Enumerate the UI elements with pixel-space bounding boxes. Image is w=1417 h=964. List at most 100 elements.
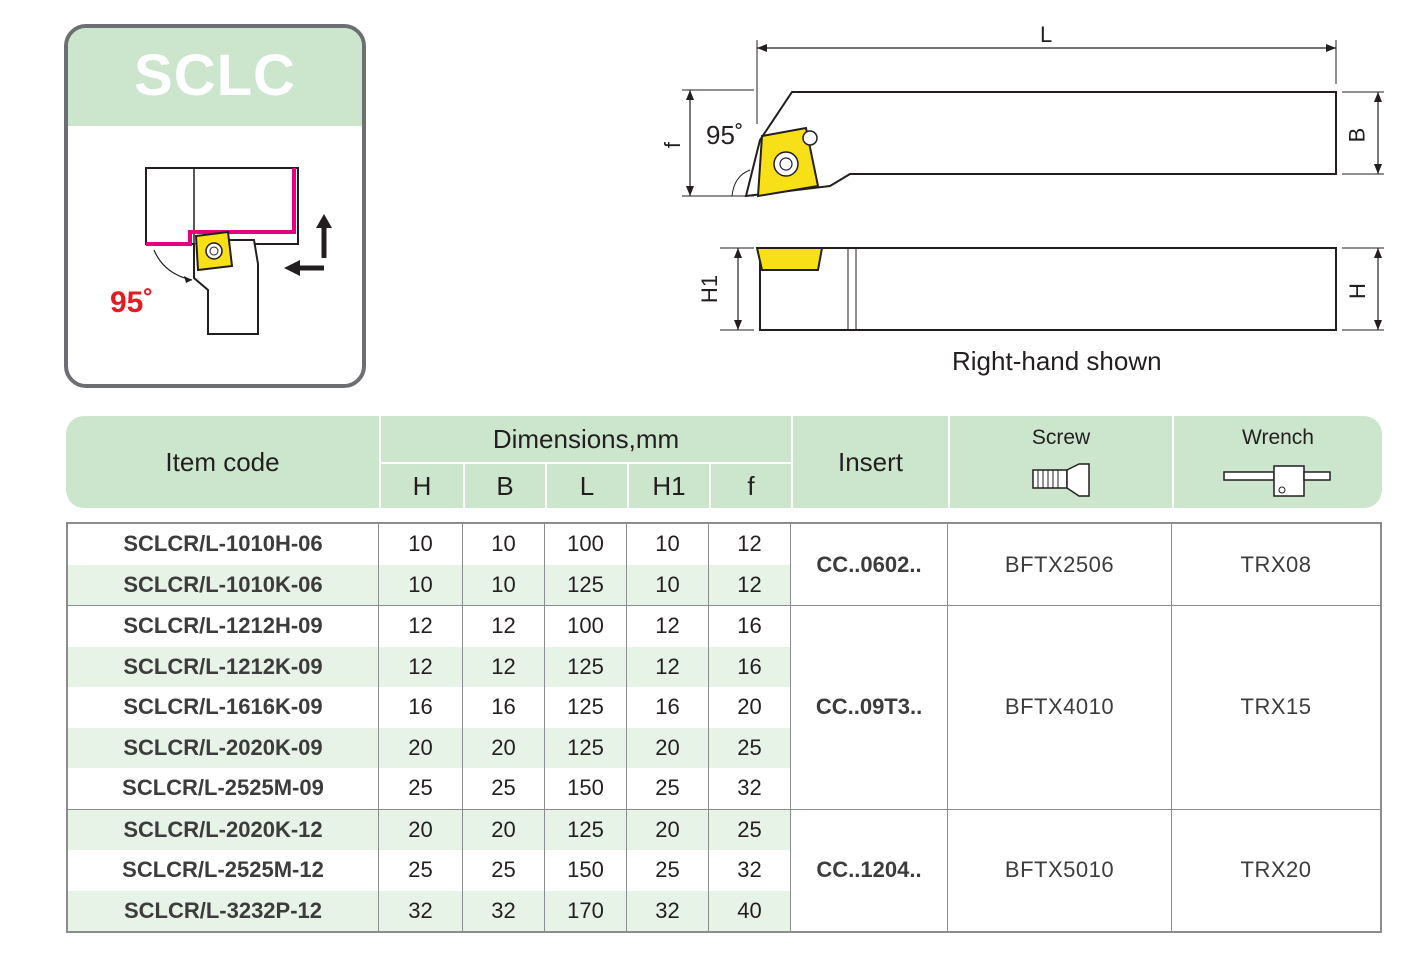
holder-side-view: [759, 247, 1337, 331]
table-row: SCLCR/L-1212H-09 12 12 100 12 16 CC..09T…: [66, 606, 1383, 810]
cell-H1: 12: [627, 646, 709, 687]
cell-f: 12: [709, 564, 792, 606]
arrow-up-icon: [316, 214, 332, 258]
cell-L: 150: [545, 850, 627, 891]
cell-H: 16: [379, 687, 463, 728]
cell-H1: 25: [627, 768, 709, 810]
cell-B: 25: [463, 768, 545, 810]
cell-H: 12: [379, 606, 463, 647]
cell-f: 40: [709, 890, 792, 933]
dim-L-label: L: [1040, 22, 1053, 47]
wrench-icon: [1223, 465, 1331, 497]
spec-table: Item code Dimensions,mm Insert Screw Wre…: [66, 416, 1383, 933]
cell-H1: 10: [627, 564, 709, 606]
table-row: SCLCR/L-2525M-09 25 25 150 25 32: [66, 768, 1382, 810]
item-code: SCLCR/L-1212H-09: [66, 606, 379, 647]
cell-L: 125: [545, 687, 627, 728]
cell-L: 125: [545, 646, 627, 687]
cell-f: 25: [709, 809, 792, 850]
cell-H1: 12: [627, 606, 709, 647]
cell-L: 170: [545, 890, 627, 933]
cell-H: 10: [379, 522, 463, 565]
item-code: SCLCR/L-1010K-06: [66, 564, 379, 606]
screw-value: BFTX5010: [948, 809, 1173, 933]
insert-value: CC..1204..: [791, 809, 949, 933]
cell-H: 25: [379, 850, 463, 891]
cell-L: 125: [545, 564, 627, 606]
card-header: SCLC: [68, 28, 362, 126]
cell-f: 32: [709, 850, 792, 891]
cell-B: 10: [463, 564, 545, 606]
cell-H1: 10: [627, 522, 709, 565]
cell-B: 25: [463, 850, 545, 891]
cell-L: 100: [545, 606, 627, 647]
table-row: SCLCR/L-1010H-06 10 10 100 10 12 CC..060…: [66, 522, 1383, 606]
item-code: SCLCR/L-2020K-12: [66, 809, 379, 850]
item-code: SCLCR/L-2525M-12: [66, 850, 379, 891]
table-row: SCLCR/L-1010K-06 10 10 125 10 12: [66, 564, 1382, 606]
cell-H1: 20: [627, 809, 709, 850]
table-row: SCLCR/L-2525M-12 25 25 150 25 32: [66, 850, 1382, 891]
header-wrench: Wrench: [1172, 416, 1383, 508]
arrow-left-icon: [284, 260, 324, 276]
cell-B: 12: [463, 606, 545, 647]
cell-f: 16: [709, 646, 792, 687]
tool-top-view-diagram: [145, 167, 332, 335]
cell-L: 125: [545, 809, 627, 850]
cell-H: 25: [379, 768, 463, 810]
machined-profile: [146, 168, 296, 246]
cell-L: 150: [545, 768, 627, 810]
header-insert: Insert: [791, 416, 949, 508]
item-code: SCLCR/L-1010H-06: [66, 522, 379, 565]
cell-B: 32: [463, 890, 545, 933]
screw-value: BFTX4010: [948, 606, 1173, 810]
approach-angle-label: 95˚: [110, 286, 154, 319]
tool-type-card: SCLC 95˚: [64, 24, 366, 388]
cell-f: 20: [709, 687, 792, 728]
table-row: SCLCR/L-2020K-12 20 20 125 20 25 CC..120…: [66, 809, 1383, 933]
header-dim-f: f: [709, 462, 792, 508]
drawing-caption: Right-hand shown: [952, 346, 1162, 376]
drawing-angle-label: 95˚: [706, 120, 744, 150]
dim-B-label: B: [1344, 127, 1370, 143]
holder-top-view: [744, 91, 1337, 198]
header-dim-H1: H1: [627, 462, 709, 508]
cell-H1: 32: [627, 890, 709, 933]
cell-f: 12: [709, 522, 792, 565]
item-code: SCLCR/L-1616K-09: [66, 687, 379, 728]
header-screw-label: Screw: [1031, 426, 1091, 449]
item-code: SCLCR/L-1212K-09: [66, 646, 379, 687]
cell-B: 20: [463, 727, 545, 768]
table-row: SCLCR/L-1212K-09 12 12 125 12 16: [66, 646, 1382, 687]
insert-value: CC..0602..: [791, 522, 949, 606]
header-wrench-label: Wrench: [1242, 426, 1314, 449]
insert-side-view: [755, 247, 824, 271]
insert-value: CC..09T3..: [791, 606, 949, 810]
item-code: SCLCR/L-2525M-09: [66, 768, 379, 810]
cell-B: 20: [463, 809, 545, 850]
table-row: SCLCR/L-3232P-12 32 32 170 32 40: [66, 890, 1382, 933]
item-code: SCLCR/L-2020K-09: [66, 727, 379, 768]
tool-type-title: SCLC: [134, 43, 296, 108]
cell-L: 125: [545, 727, 627, 768]
cell-H1: 25: [627, 850, 709, 891]
header-dim-B: B: [463, 462, 545, 508]
wrench-value: TRX08: [1172, 522, 1383, 606]
cell-H1: 16: [627, 687, 709, 728]
cell-f: 32: [709, 768, 792, 810]
dim-H1-label: H1: [697, 274, 723, 304]
item-code: SCLCR/L-3232P-12: [66, 890, 379, 933]
header-dim-L: L: [545, 462, 627, 508]
header-dim-H: H: [379, 462, 463, 508]
dimension-drawing: [682, 40, 1384, 331]
cell-B: 10: [463, 522, 545, 565]
header-item-code: Item code: [66, 416, 379, 508]
cell-H: 10: [379, 564, 463, 606]
wrench-value: TRX20: [1172, 809, 1383, 933]
screw-value: BFTX2506: [948, 522, 1173, 606]
cell-H: 32: [379, 890, 463, 933]
table-row: SCLCR/L-2020K-09 20 20 125 20 25: [66, 727, 1382, 768]
cell-f: 16: [709, 606, 792, 647]
header-screw: Screw: [948, 416, 1173, 508]
header-dimensions: Dimensions,mm: [379, 416, 792, 462]
